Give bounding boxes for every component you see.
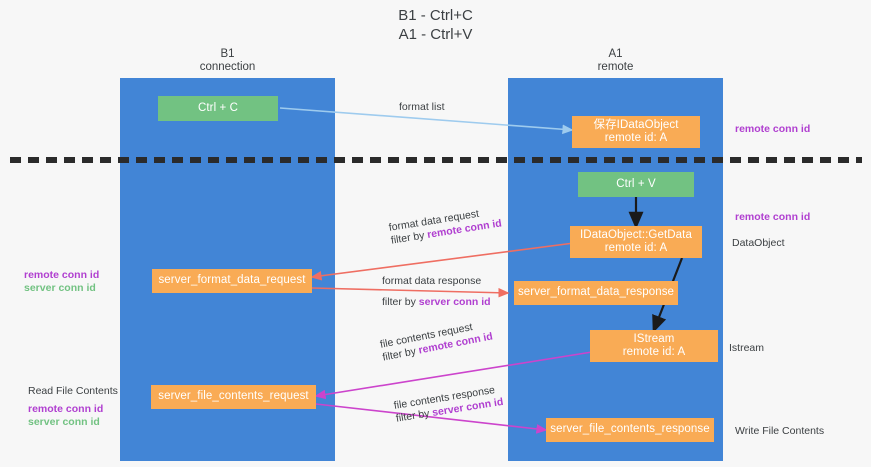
node-server-format-data-request[interactable]: server_format_data_request [152, 269, 312, 293]
page-title-line1: B1 - Ctrl+C [398, 7, 473, 24]
node-server-format-data-request-label: server_format_data_request [158, 274, 306, 287]
node-istream-line2: remote id: A [622, 346, 686, 358]
node-save-idataobject-line2: remote id: A [604, 132, 668, 144]
node-ctrl-v[interactable]: Ctrl + V [578, 172, 694, 197]
annotation-data-object: DataObject [732, 237, 785, 249]
annotation-istream: Istream [729, 342, 765, 354]
node-idataobject-getdata-line1: IDataObject::GetData [580, 228, 692, 241]
lane-header-a1: A1 remote [508, 48, 723, 74]
annotation-right-remote-conn-id-top: remote conn id [735, 123, 811, 135]
node-ctrl-c[interactable]: Ctrl + C [158, 96, 278, 121]
node-save-idataobject-line1: 保存IDataObject [593, 118, 679, 131]
arrow-file-contents-response [315, 403, 548, 434]
lane-header-b1-title: B1 [220, 48, 235, 60]
node-ctrl-c-label: Ctrl + C [197, 101, 239, 114]
edge-label-format-list-text: format list [399, 101, 445, 113]
node-server-file-contents-request-label: server_file_contents_request [158, 390, 309, 403]
node-istream-line1: IStream [633, 332, 675, 345]
annotation-left-server-conn-id-mid: server conn id [24, 282, 96, 294]
arrow-file-contents-request [314, 351, 593, 400]
lane-header-a1-title: A1 [608, 48, 623, 60]
arrow-format-data-response [311, 287, 510, 298]
node-idataobject-getdata[interactable]: IDataObject::GetData remote id: A [570, 226, 702, 258]
edge-label-format-data-response-line2: filter by server conn id [382, 296, 491, 309]
filter-by-prefix: filter by [382, 296, 419, 308]
node-server-format-data-response[interactable]: server_format_data_response [514, 281, 678, 305]
page-title: B1 - Ctrl+C A1 - Ctrl+V [0, 6, 871, 44]
server-conn-id-token: server conn id [418, 296, 491, 308]
annotation-read-file-contents: Read File Contents [28, 385, 118, 397]
page-title-line2: A1 - Ctrl+V [398, 26, 473, 43]
arrow-format-list [279, 107, 574, 135]
node-server-file-contents-request[interactable]: server_file_contents_request [151, 385, 316, 409]
annotation-right-remote-conn-id-mid: remote conn id [735, 211, 811, 223]
node-save-idataobject[interactable]: 保存IDataObject remote id: A [572, 116, 700, 148]
annotation-left-server-conn-id-bottom: server conn id [28, 416, 100, 428]
lane-header-a1-subtitle: remote [597, 61, 634, 73]
lane-header-b1: B1 connection [120, 48, 335, 74]
annotation-write-file-contents: Write File Contents [735, 425, 825, 437]
edge-label-format-data-response-line1: format data response [382, 275, 482, 287]
node-ctrl-v-label: Ctrl + V [616, 177, 656, 190]
node-idataobject-getdata-line2: remote id: A [604, 242, 668, 254]
arrow-format-data-request [310, 242, 575, 281]
node-server-file-contents-response-label: server_file_contents_response [550, 423, 710, 436]
lane-header-b1-subtitle: connection [199, 61, 256, 73]
annotation-left-remote-conn-id-mid: remote conn id [24, 269, 100, 281]
node-server-file-contents-response[interactable]: server_file_contents_response [546, 418, 714, 442]
annotation-left-remote-conn-id-bottom: remote conn id [28, 403, 104, 415]
node-server-format-data-response-label: server_format_data_response [517, 286, 675, 299]
node-istream[interactable]: IStream remote id: A [590, 330, 718, 362]
edge-label-format-list: format list [399, 101, 445, 114]
